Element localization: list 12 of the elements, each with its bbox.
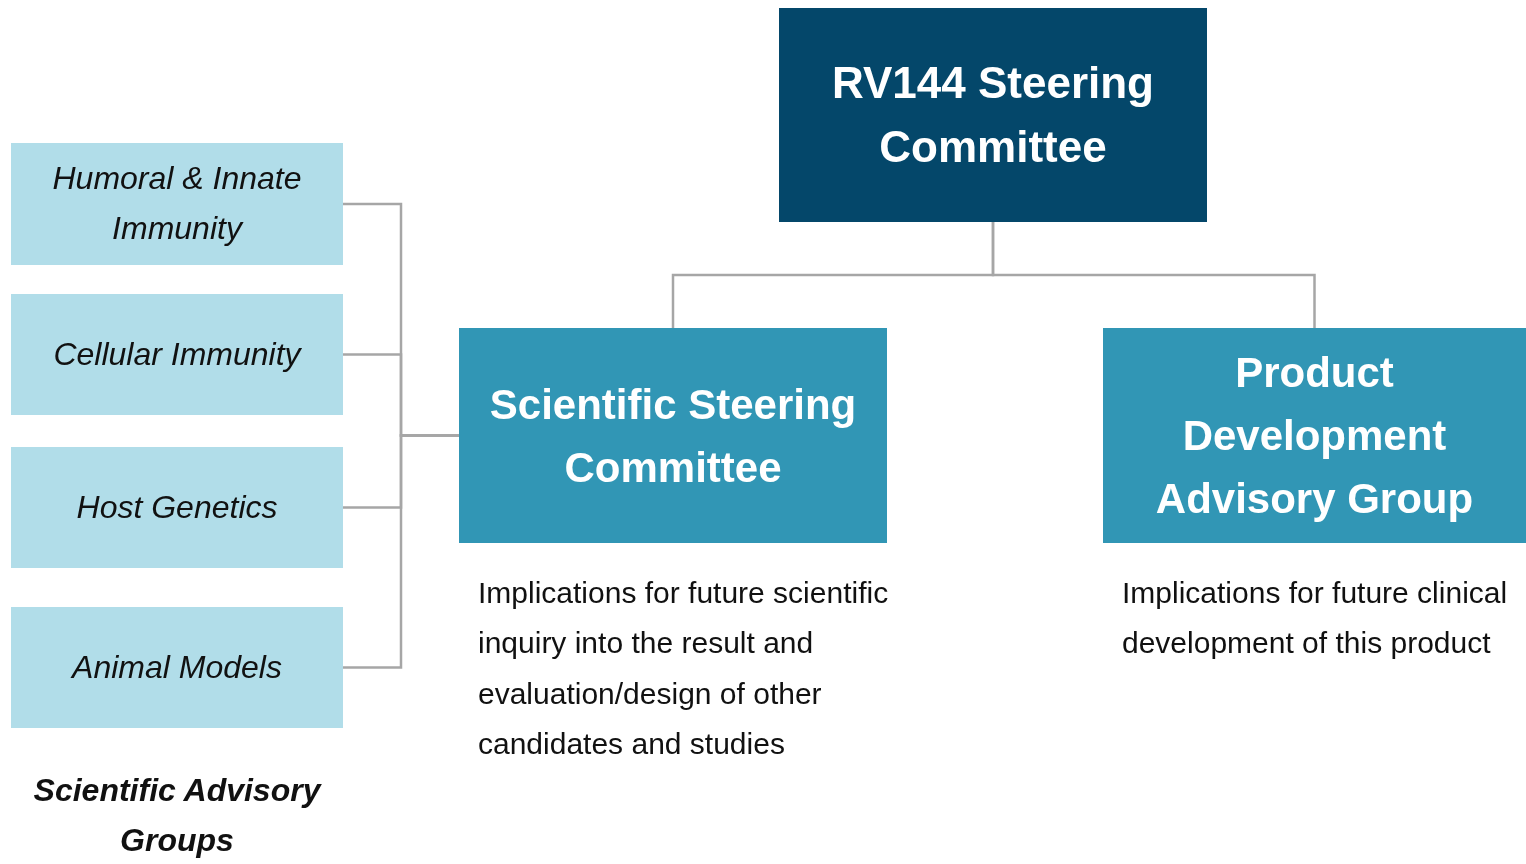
connector-line — [343, 434, 459, 669]
description-text: Implications for future scientific inquiry into the result and evaluation/design of other candidates and studies — [478, 575, 890, 763]
group-box: Cellular Immunity — [11, 294, 343, 415]
group-box: Animal Models — [11, 607, 343, 728]
committee-box: Product Development Advisory Group — [1103, 328, 1526, 543]
group-box: Host Genetics — [11, 447, 343, 568]
committee-box: Scientific Steering Committee — [459, 328, 887, 543]
group-caption: Scientific Advisory Groups — [32, 771, 323, 860]
group-box: Humoral & Innate Immunity — [11, 143, 343, 265]
committee-box: RV144 Steering Committee — [779, 8, 1207, 222]
connector-line — [991, 222, 1316, 328]
description-text: Implications for future clinical development of this product — [1122, 575, 1509, 662]
